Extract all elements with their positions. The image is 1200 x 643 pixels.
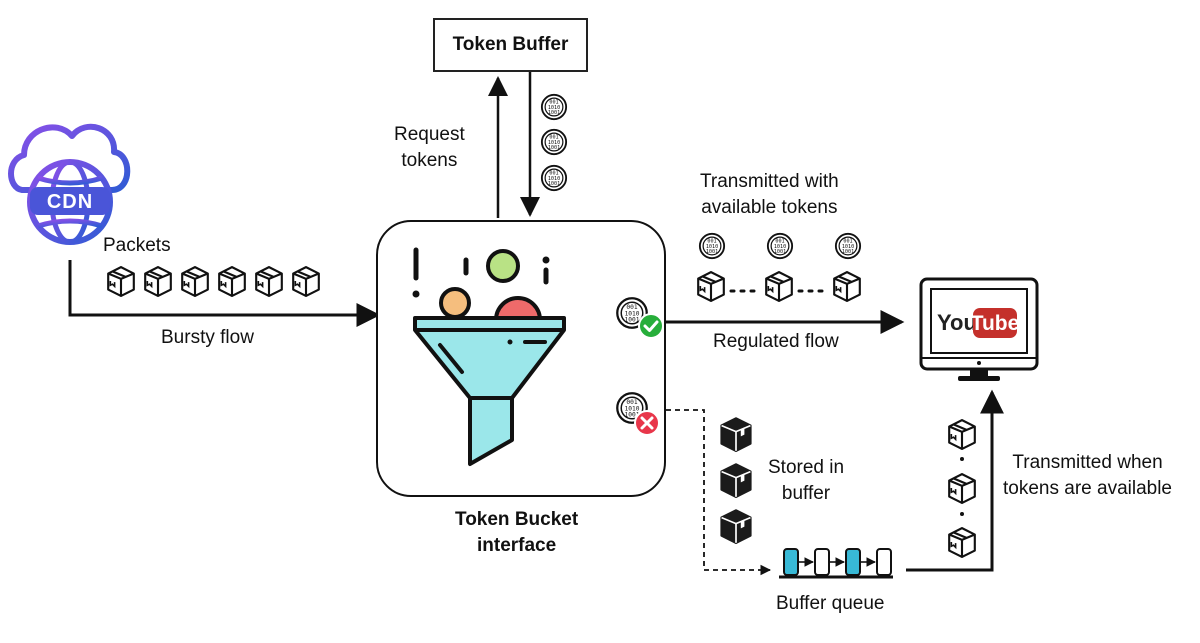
- package-box-icon: [218, 266, 246, 297]
- package-box-icon: [697, 271, 725, 302]
- package-box-icon: [948, 419, 976, 450]
- binary-coin-token-icon: [540, 93, 568, 121]
- funnel-filter-icon: [412, 247, 566, 466]
- transmitted-when-label: Transmitted when tokens are available: [1003, 452, 1172, 499]
- token-bucket-label: Token Bucket interface: [455, 509, 579, 556]
- packets-row: [107, 266, 320, 297]
- package-box-icon: [720, 463, 752, 498]
- transmitted-packets: [697, 232, 862, 302]
- youtube-logo-you: You: [937, 310, 977, 335]
- package-box-icon: [255, 266, 283, 297]
- buffered-flow-arrow: [906, 389, 1004, 572]
- package-box-icon: [107, 266, 135, 297]
- buffered-transmitted-packets: [948, 419, 976, 558]
- buffer-queue-icon: [779, 548, 893, 579]
- buffer-queue-label: Buffer queue: [776, 593, 885, 614]
- binary-coin-token-icon: [698, 232, 726, 260]
- package-box-icon: [833, 271, 861, 302]
- youtube-logo-tube: Tube: [971, 312, 1020, 335]
- package-box-icon: [144, 266, 172, 297]
- cdn-globe-cloud-icon: CDN: [8, 123, 131, 245]
- token-buffer-node: Token Buffer: [433, 18, 588, 72]
- rejected-flow-dashed-arrow: [666, 409, 772, 576]
- package-box-icon: [720, 417, 752, 452]
- green-check-icon: [638, 313, 664, 339]
- package-box-icon: [765, 271, 793, 302]
- request-tokens-label: Request tokens: [394, 124, 465, 171]
- stored-in-buffer-label: Stored in buffer: [768, 457, 845, 504]
- package-box-icon: [292, 266, 320, 297]
- binary-coin-token-icon: [540, 128, 568, 156]
- binary-coin-token-icon: [834, 232, 862, 260]
- bursty-flow-label: Bursty flow: [161, 327, 254, 348]
- rejected-token: [616, 392, 660, 436]
- accepted-token: [616, 297, 664, 339]
- package-box-icon: [181, 266, 209, 297]
- bursty-flow-arrow: [68, 260, 381, 327]
- package-box-icon: [948, 473, 976, 504]
- cdn-logo-text: CDN: [47, 191, 93, 213]
- monitor-icon: You Tube: [919, 277, 1039, 381]
- package-box-icon: [720, 509, 752, 544]
- package-box-icon: [948, 527, 976, 558]
- youtube-logo: You Tube: [937, 308, 1019, 338]
- binary-coin-token-icon: [540, 164, 568, 192]
- supplied-tokens: [540, 93, 568, 192]
- stored-packets: [720, 417, 752, 544]
- token-buffer-label: Token Buffer: [452, 34, 569, 55]
- packets-label: Packets: [103, 235, 171, 256]
- binary-coin-token-icon: [766, 232, 794, 260]
- transmitted-available-label: Transmitted with available tokens: [700, 171, 839, 218]
- regulated-flow-label: Regulated flow: [713, 331, 839, 352]
